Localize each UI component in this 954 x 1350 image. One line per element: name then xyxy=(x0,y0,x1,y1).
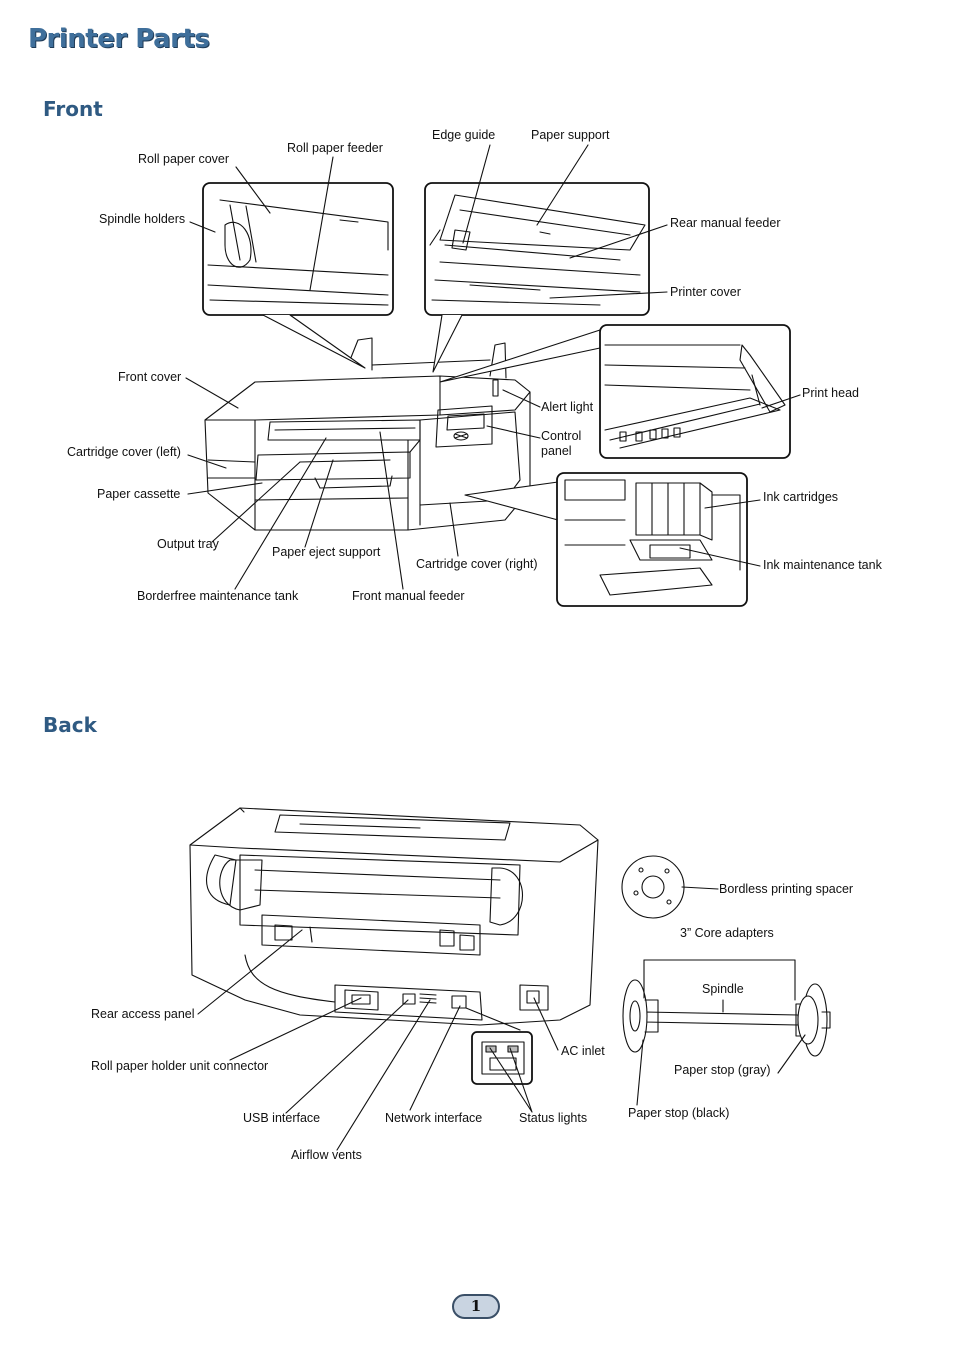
back-printer-body xyxy=(189,807,599,1026)
label-roll-paper-cover: Roll paper cover xyxy=(138,152,230,166)
label-print-head: Print head xyxy=(802,386,859,400)
label-paper-support: Paper support xyxy=(531,128,610,142)
label-ink-maintenance-tank: Ink maintenance tank xyxy=(763,558,882,572)
label-paper-stop-gray: Paper stop (gray) xyxy=(674,1063,771,1077)
label-ac-inlet: AC inlet xyxy=(561,1044,605,1058)
label-core-adapters: 3” Core adapters xyxy=(680,926,774,940)
label-edge-guide: Edge guide xyxy=(432,128,496,142)
inset-paper-support-area xyxy=(424,182,650,373)
inset-print-head-area xyxy=(439,324,791,459)
label-ink-cartridges: Ink cartridges xyxy=(763,490,839,504)
label-borderfree-maintenance-tank: Borderfree maintenance tank xyxy=(137,589,299,603)
label-cartridge-cover-right: Cartridge cover (right) xyxy=(416,557,538,571)
label-control-panel-line1: Control xyxy=(541,429,582,443)
label-paper-stop-black: Paper stop (black) xyxy=(628,1106,730,1120)
back-leader-lines xyxy=(197,886,806,1151)
label-rear-access-panel: Rear access panel xyxy=(91,1007,195,1021)
label-airflow-vents: Airflow vents xyxy=(291,1148,362,1162)
status-lights-inset xyxy=(471,1031,533,1085)
page-title: Printer Parts xyxy=(28,24,210,54)
spacer-disc xyxy=(621,855,685,919)
back-section-heading: Back xyxy=(43,713,97,737)
label-front-manual-feeder: Front manual feeder xyxy=(352,589,465,603)
label-roll-paper-feeder: Roll paper feeder xyxy=(287,141,383,155)
page-number-badge: 1 xyxy=(452,1294,500,1319)
inset-ink-cartridge-area xyxy=(464,472,748,607)
label-rear-manual-feeder: Rear manual feeder xyxy=(670,216,781,230)
label-paper-eject-support: Paper eject support xyxy=(272,545,381,559)
label-network-interface: Network interface xyxy=(385,1111,483,1125)
front-section-heading: Front xyxy=(43,97,103,121)
label-cartridge-cover-left: Cartridge cover (left) xyxy=(67,445,181,459)
label-paper-cassette: Paper cassette xyxy=(97,487,181,501)
label-front-cover: Front cover xyxy=(118,370,182,384)
label-spindle: Spindle xyxy=(702,982,744,996)
front-leader-lines xyxy=(185,144,801,590)
label-usb-interface: USB interface xyxy=(243,1111,321,1125)
spindle-assembly xyxy=(622,979,831,1057)
label-output-tray: Output tray xyxy=(157,537,219,551)
label-alert-light: Alert light xyxy=(541,400,594,414)
label-printer-cover: Printer cover xyxy=(670,285,741,299)
label-control-panel-line2: panel xyxy=(541,444,572,458)
label-bordless-printing-spacer: Bordless printing spacer xyxy=(719,882,854,896)
label-spindle-holders: Spindle holders xyxy=(99,212,186,226)
label-roll-paper-holder-unit-connector: Roll paper holder unit connector xyxy=(91,1059,269,1073)
inset-roll-paper-area xyxy=(202,182,394,369)
label-status-lights: Status lights xyxy=(519,1111,588,1125)
